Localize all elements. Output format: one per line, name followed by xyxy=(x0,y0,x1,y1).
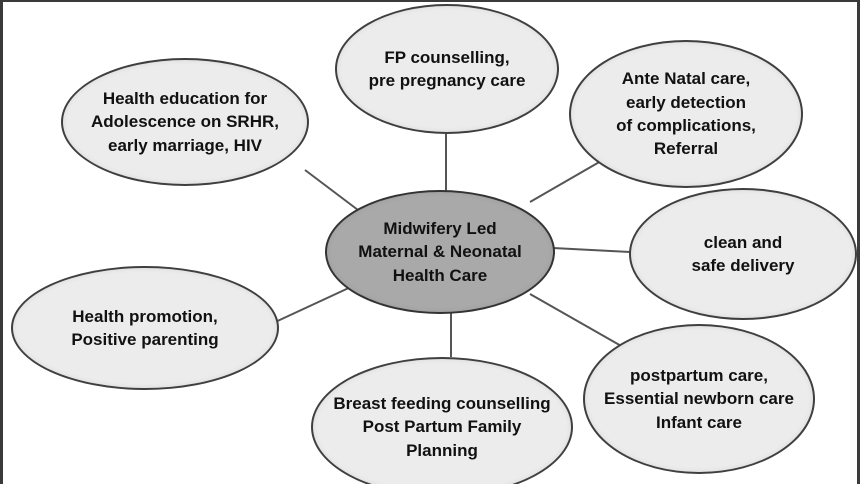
node-breast-feeding: Breast feeding counselling Post Partum F… xyxy=(311,357,573,484)
node-postpartum-care: postpartum care, Essential newborn care … xyxy=(583,324,815,474)
connector-health-promotion xyxy=(270,285,354,325)
node-midwifery-led-care: Midwifery Led Maternal & Neonatal Health… xyxy=(325,190,555,314)
node-fp-counselling: FP counselling, pre pregnancy care xyxy=(335,4,559,134)
node-antenatal-care: Ante Natal care, early detection of comp… xyxy=(569,40,803,188)
node-adolescent-education: Health education for Adolescence on SRHR… xyxy=(61,58,309,186)
node-safe-delivery: clean and safe delivery xyxy=(629,188,857,320)
connector-adolescent-education xyxy=(304,169,359,211)
connector-antenatal-care xyxy=(529,156,609,203)
connector-safe-delivery xyxy=(552,247,631,253)
connector-postpartum-care xyxy=(529,293,624,348)
connector-lines xyxy=(270,134,631,357)
node-health-promotion: Health promotion, Positive parenting xyxy=(11,266,279,390)
